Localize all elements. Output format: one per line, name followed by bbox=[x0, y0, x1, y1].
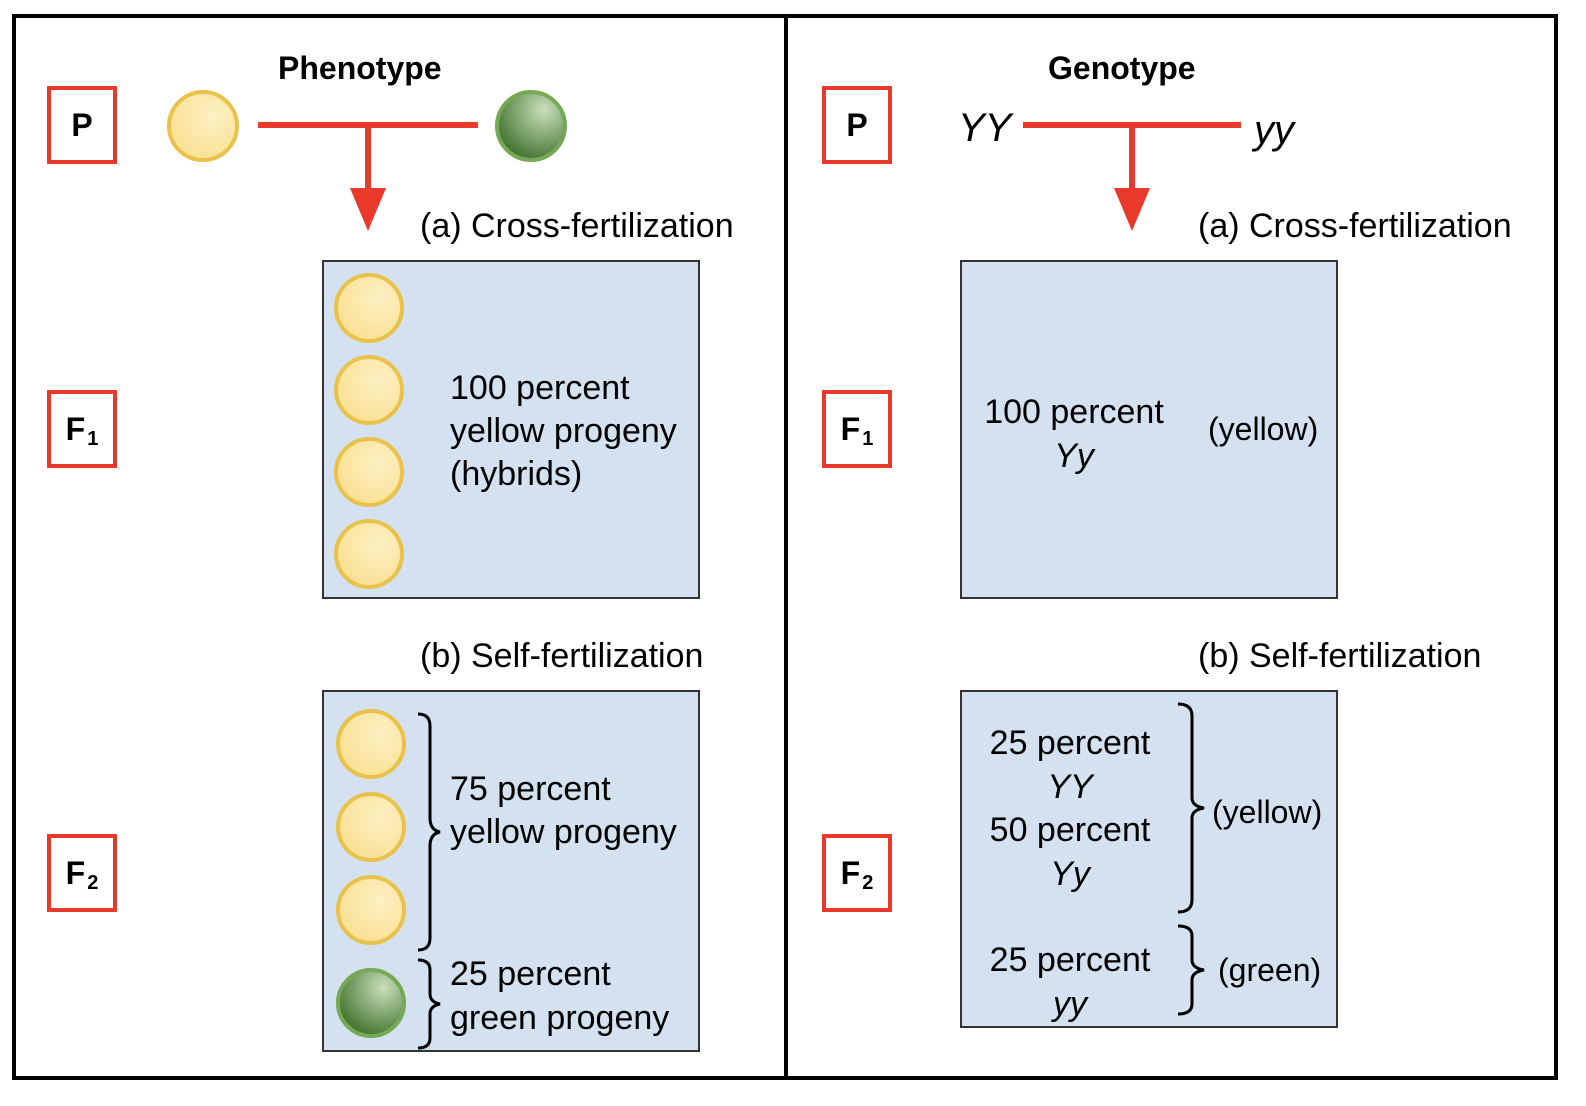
f2-yellow-line: 75 percent bbox=[450, 770, 611, 808]
green-brace bbox=[417, 958, 441, 1050]
parent-genotype-left: YY bbox=[958, 106, 1012, 150]
genotype-heading: Genotype bbox=[1048, 50, 1196, 86]
generation-f1-subscript: 1 bbox=[87, 427, 99, 450]
f2-yellow-line: yellow progeny bbox=[450, 813, 677, 851]
parent-genotype-right: yy bbox=[1254, 108, 1294, 152]
f1-genotype-percent: 100 percent bbox=[984, 393, 1164, 431]
f1-phenotype-line: yellow progeny bbox=[450, 412, 677, 450]
generation-p-label: P bbox=[71, 106, 93, 143]
parent-yellow-pea bbox=[167, 90, 239, 162]
f2-dominant-percent: 25 percent bbox=[989, 724, 1151, 762]
f1-phenotype-note: (yellow) bbox=[1208, 411, 1319, 447]
self-fertilization-label: (b) Self-fertilization bbox=[420, 637, 704, 675]
generation-p-box: P bbox=[822, 86, 892, 164]
generation-f2-subscript: 2 bbox=[862, 871, 874, 894]
f1-phenotype-line: 100 percent bbox=[450, 369, 630, 407]
green-brace bbox=[1177, 924, 1205, 1016]
generation-f1-label: F bbox=[65, 410, 86, 447]
yellow-brace bbox=[417, 712, 441, 952]
phenotype-heading: Phenotype bbox=[278, 50, 442, 86]
f1-genotype-box: 100 percent Yy (yellow) bbox=[960, 260, 1338, 599]
f2-dominant-genotype: YY bbox=[1047, 768, 1093, 806]
self-fertilization-label: (b) Self-fertilization bbox=[1198, 637, 1482, 675]
f1-pea bbox=[334, 519, 404, 589]
generation-p-box: P bbox=[47, 86, 117, 164]
generation-f1-label: F bbox=[840, 410, 861, 447]
cross-arrow bbox=[1023, 122, 1241, 231]
f2-pea-yellow bbox=[336, 792, 406, 862]
generation-f2-label: F bbox=[840, 854, 861, 891]
f2-pea-yellow bbox=[336, 709, 406, 779]
f2-genotype-box: 25 percent YY 50 percent Yy 25 percent y… bbox=[960, 690, 1338, 1028]
arrow-head bbox=[350, 188, 386, 231]
f2-pea-green bbox=[336, 968, 406, 1038]
f2-heterozygous-percent: 50 percent bbox=[989, 811, 1151, 849]
generation-f2-subscript: 2 bbox=[87, 871, 99, 894]
f2-green-line: 25 percent bbox=[450, 955, 611, 993]
f1-pea bbox=[334, 355, 404, 425]
cross-arrow bbox=[258, 122, 478, 231]
f2-yellow-phenotype: (yellow) bbox=[1212, 794, 1323, 830]
genotype-panel bbox=[784, 14, 1558, 1080]
f2-recessive-genotype: yy bbox=[1053, 985, 1087, 1023]
f2-green-phenotype: (green) bbox=[1218, 952, 1322, 988]
f1-phenotype-box: 100 percent yellow progeny (hybrids) bbox=[322, 260, 700, 599]
f1-pea bbox=[334, 437, 404, 507]
f2-phenotype-box: 75 percent yellow progeny 25 percent gre… bbox=[322, 690, 700, 1052]
f1-phenotype-line: (hybrids) bbox=[450, 455, 583, 493]
f2-pea-yellow bbox=[336, 875, 406, 945]
f2-green-line: green progeny bbox=[450, 999, 670, 1037]
parent-green-pea bbox=[495, 90, 567, 162]
generation-f1-subscript: 1 bbox=[862, 427, 874, 450]
cross-fertilization-label: (a) Cross-fertilization bbox=[1198, 207, 1512, 245]
yellow-brace bbox=[1177, 702, 1205, 914]
arrow-head bbox=[1114, 188, 1150, 231]
f1-pea bbox=[334, 273, 404, 343]
f2-heterozygous-genotype: Yy bbox=[1050, 855, 1090, 893]
generation-f2-label: F bbox=[65, 854, 86, 891]
cross-fertilization-label: (a) Cross-fertilization bbox=[420, 207, 734, 245]
f2-recessive-percent: 25 percent bbox=[989, 941, 1151, 979]
generation-p-label: P bbox=[846, 106, 868, 143]
f1-genotype-value: Yy bbox=[1054, 437, 1094, 475]
